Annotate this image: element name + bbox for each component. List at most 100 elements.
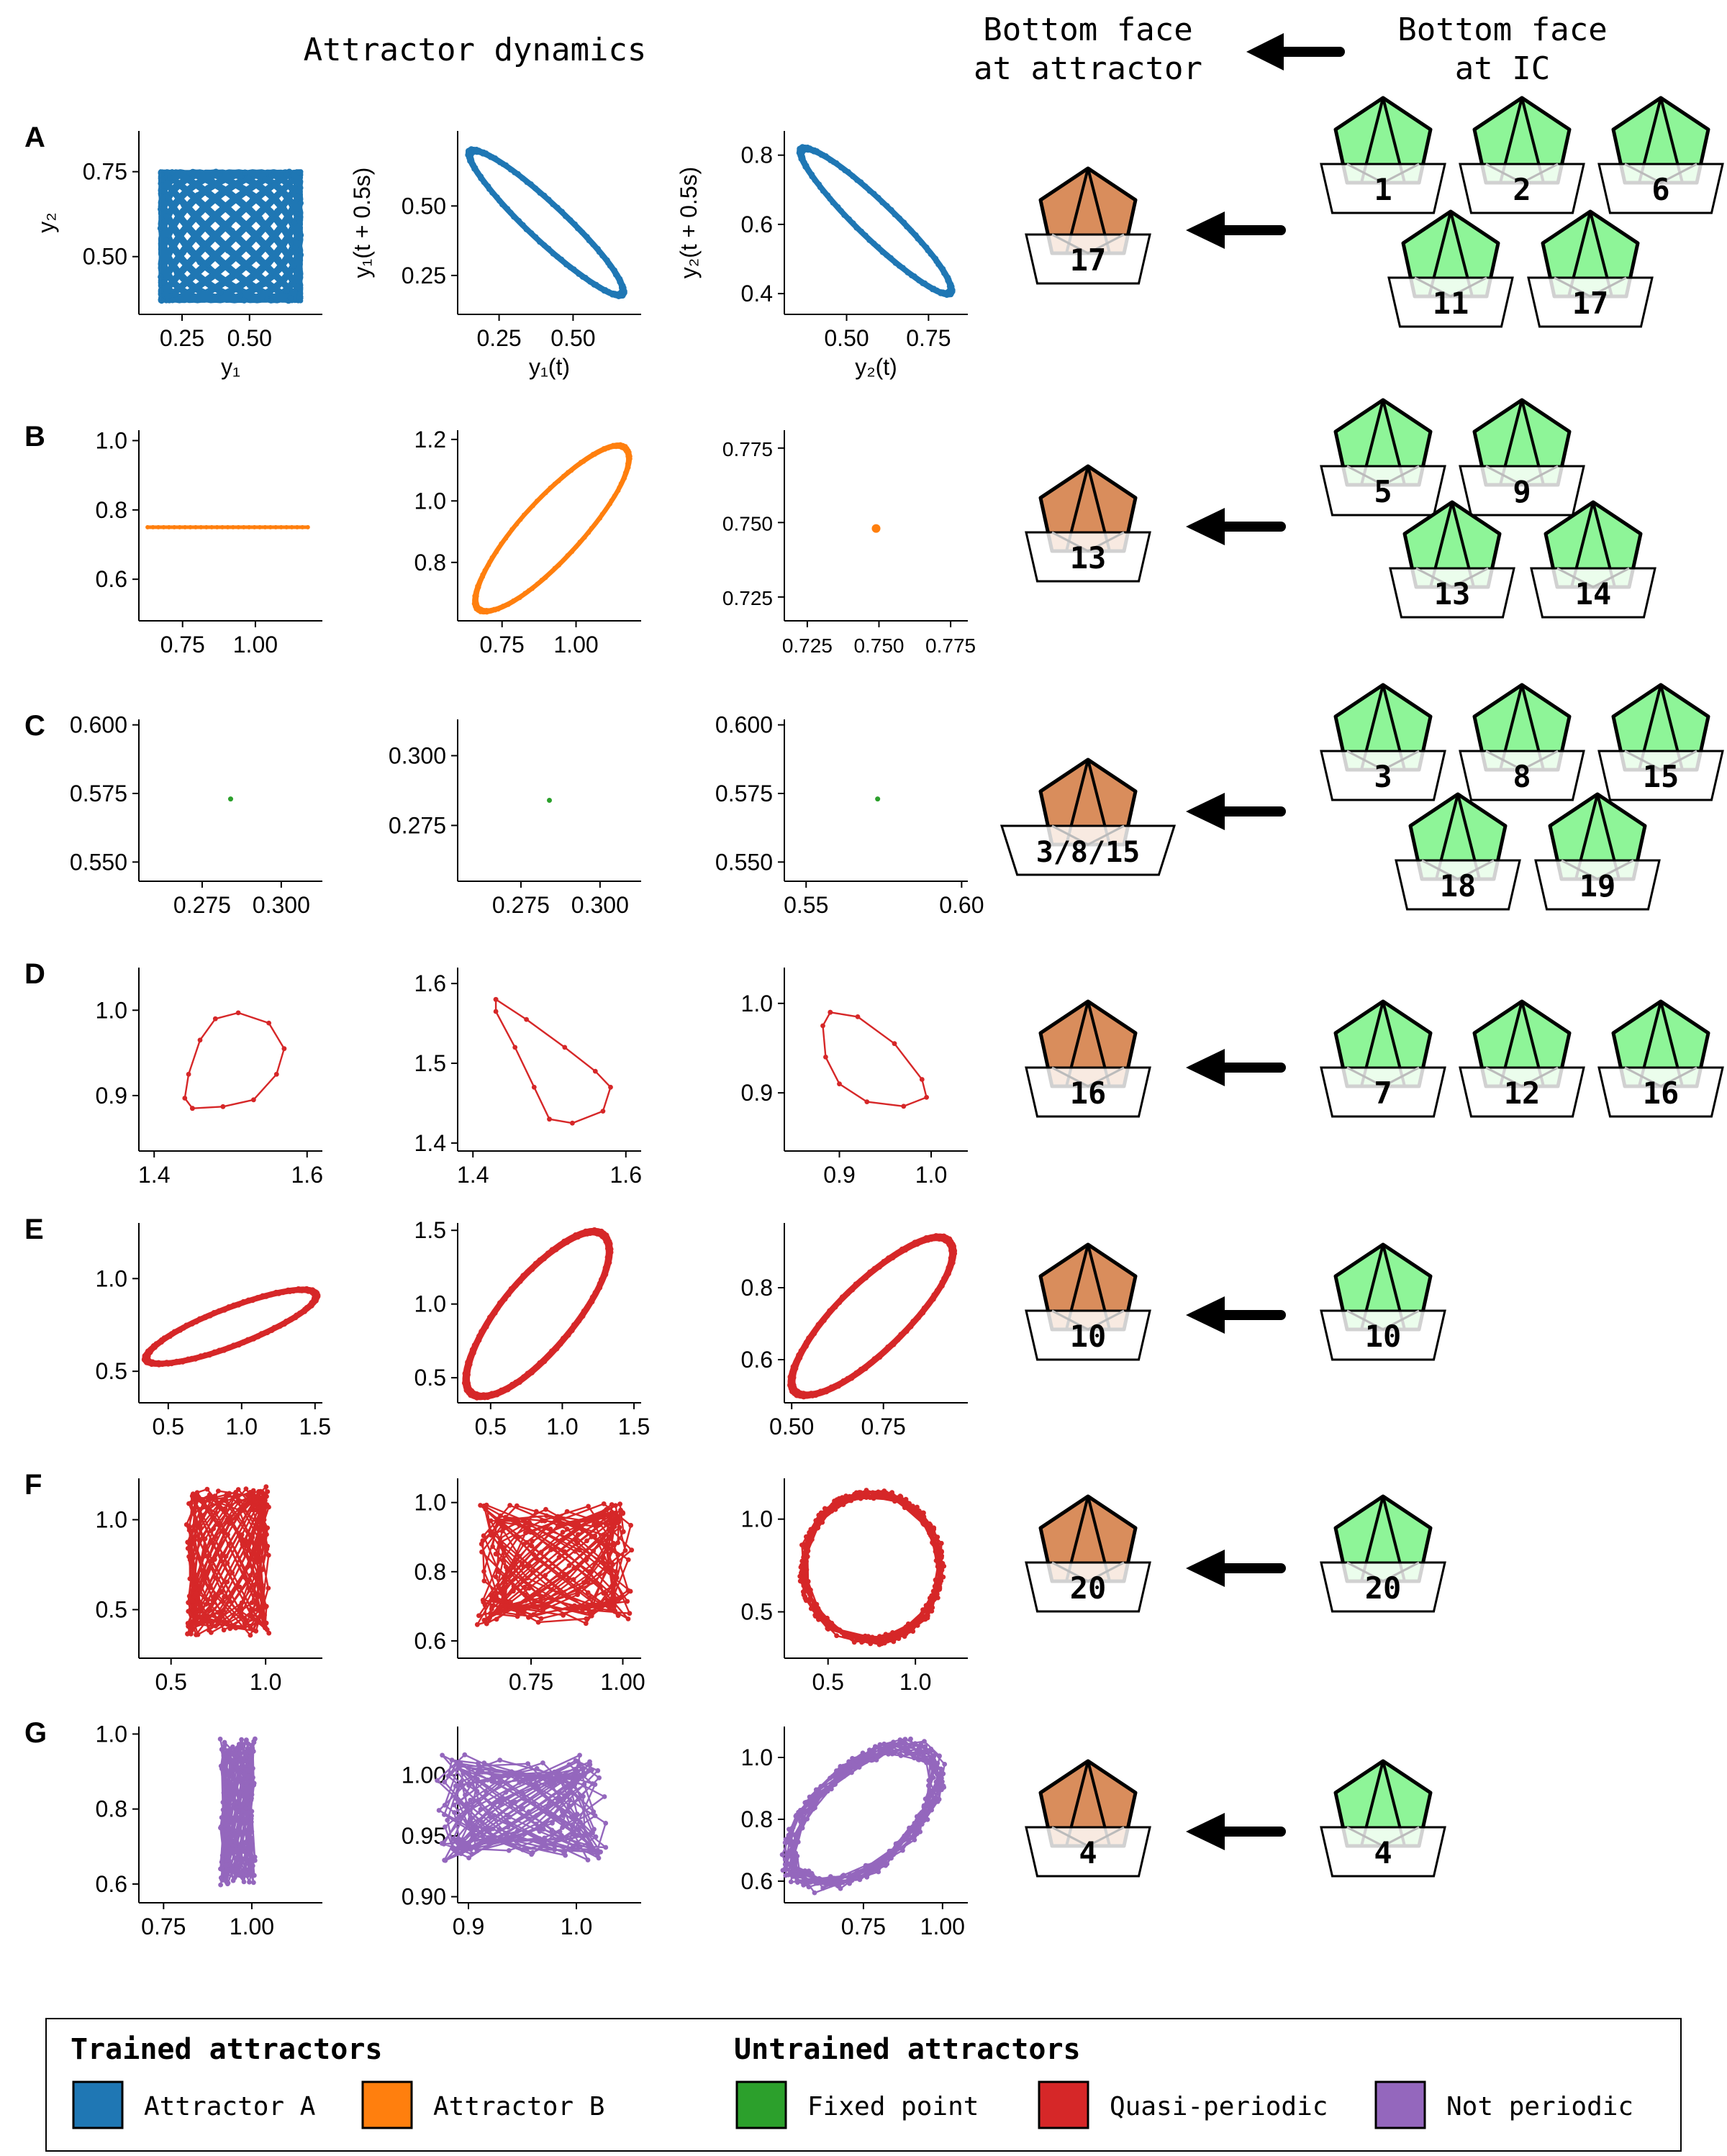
trajectory-marker: [215, 1609, 221, 1615]
trajectory-marker: [243, 1738, 249, 1744]
x-tick-label: 0.50: [824, 325, 869, 351]
trajectory-marker: [839, 1294, 846, 1301]
trajectory-marker: [233, 1625, 239, 1631]
trajectory-marker: [589, 1843, 594, 1849]
trajectory-marker: [589, 526, 594, 530]
trajectory-marker: [527, 1520, 532, 1526]
trajectory-marker: [495, 1519, 501, 1524]
trajectory-marker: [885, 1638, 891, 1644]
trajectory-marker: [248, 1632, 253, 1638]
die-face-label: 20: [1365, 1570, 1402, 1606]
trajectory-marker: [480, 1597, 486, 1603]
trajectory-marker: [227, 1491, 232, 1496]
trajectory-marker: [482, 568, 487, 573]
trajectory-line: [183, 1011, 286, 1109]
trajectory-marker: [226, 1818, 232, 1824]
trajectory-marker: [216, 1308, 222, 1314]
trajectory-marker: [494, 1616, 499, 1622]
trajectory-marker: [925, 1237, 931, 1243]
trajectory-marker: [530, 586, 535, 591]
trajectory-marker: [869, 1757, 874, 1763]
trajectory-marker: [253, 235, 260, 242]
trajectory-marker: [186, 1624, 191, 1629]
trajectory-marker: [232, 1797, 237, 1803]
trajectory-marker: [533, 1509, 539, 1514]
trajectory-marker: [239, 1600, 245, 1606]
trajectory-marker: [879, 1641, 884, 1647]
x-tick-label: 1.00: [600, 1669, 645, 1695]
trajectory-marker: [281, 1046, 287, 1052]
trajectory-marker: [602, 1794, 607, 1799]
trajectory-marker: [249, 1792, 255, 1798]
trajectory-marker: [524, 1846, 530, 1852]
trajectory-marker: [823, 1055, 828, 1060]
trajectory-marker: [877, 1742, 883, 1747]
trajectory-marker: [284, 524, 289, 529]
y-tick-label: 1.0: [96, 1721, 127, 1747]
trajectory-marker: [917, 1747, 923, 1752]
die-icon: 15: [1597, 683, 1724, 801]
trajectory-marker: [843, 1493, 848, 1498]
trajectory-marker: [481, 1837, 487, 1842]
trajectory-marker: [161, 263, 168, 270]
trajectory-marker: [455, 1847, 460, 1853]
trajectory-marker: [504, 1818, 509, 1823]
trajectory-marker: [227, 1598, 232, 1604]
trajectory-marker: [933, 1577, 938, 1583]
die-icon: 3/8/15: [1000, 758, 1177, 876]
trajectory-marker: [263, 1625, 268, 1631]
trajectory-marker: [907, 1323, 914, 1330]
trajectory-marker: [493, 608, 498, 613]
trajectory-marker: [468, 1821, 473, 1827]
trajectory-marker: [450, 1836, 456, 1842]
die-icon: 17: [1025, 166, 1151, 285]
trajectory-marker: [589, 1294, 597, 1301]
trajectory-marker: [463, 1792, 468, 1798]
trajectory-marker: [507, 1814, 512, 1820]
trajectory-marker: [245, 1832, 251, 1837]
trajectory-marker: [194, 192, 201, 199]
trajectory-marker: [801, 1875, 806, 1880]
trajectory-marker: [515, 1609, 521, 1615]
trajectory-marker: [230, 1775, 235, 1780]
trajectory-marker: [230, 1744, 235, 1750]
trajectory-marker: [240, 1793, 246, 1799]
trajectory-marker: [517, 1522, 522, 1528]
trajectory-marker: [222, 277, 228, 283]
trajectory-marker: [810, 1806, 816, 1812]
trajectory-marker: [208, 1602, 213, 1608]
trajectory-marker: [258, 1514, 263, 1519]
trajectory-marker: [794, 1857, 799, 1862]
trajectory-marker: [794, 1392, 800, 1398]
trajectory-marker: [467, 158, 473, 164]
trajectory-marker: [304, 1287, 311, 1293]
trajectory-marker: [273, 524, 278, 529]
trajectory-marker: [251, 1097, 256, 1103]
trajectory-marker: [597, 1522, 602, 1528]
trajectory-marker: [864, 1491, 869, 1496]
trajectory-marker: [921, 280, 928, 287]
trajectory-marker: [515, 522, 520, 527]
trajectory-marker: [568, 1837, 574, 1842]
trajectory-marker: [789, 1388, 796, 1395]
trajectory-marker: [591, 1548, 597, 1554]
trajectory-marker: [293, 240, 299, 246]
trajectory-marker: [263, 1498, 268, 1504]
trajectory-marker: [455, 1816, 461, 1821]
trajectory-marker: [529, 1782, 534, 1787]
die-icon: 4: [1025, 1759, 1151, 1878]
trajectory-marker: [890, 1341, 897, 1347]
y-tick-label: 0.600: [70, 712, 127, 738]
trajectory-marker: [305, 524, 310, 529]
trajectory-marker: [472, 1827, 478, 1833]
trajectory-marker: [266, 1504, 271, 1510]
trajectory-marker: [585, 1580, 591, 1586]
trajectory-marker: [545, 245, 552, 252]
x-tick-label: 1.0: [915, 1162, 947, 1188]
trajectory-marker: [571, 1577, 576, 1583]
trajectory-marker: [795, 1880, 800, 1886]
trajectory-marker: [233, 1847, 239, 1852]
trajectory-marker: [473, 1844, 479, 1850]
trajectory-marker: [617, 485, 622, 490]
row-letter: D: [24, 958, 45, 990]
